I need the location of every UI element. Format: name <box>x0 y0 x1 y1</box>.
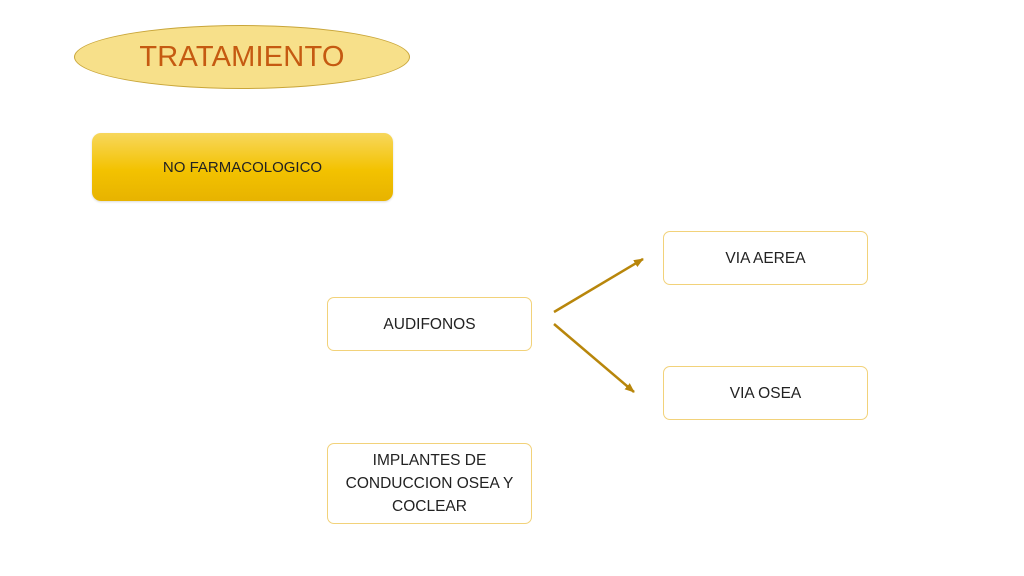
node-via-osea: VIA OSEA <box>663 366 868 420</box>
slide-title: TRATAMIENTO <box>139 40 345 73</box>
node-via-osea-label: VIA OSEA <box>729 384 802 402</box>
category-box-no-farmacologico: NO FARMACOLOGICO <box>92 133 393 201</box>
arrow-to-via-osea <box>553 323 635 393</box>
title-ellipse: TRATAMIENTO <box>74 25 410 89</box>
category-label: NO FARMACOLOGICO <box>162 158 323 176</box>
arrow-to-via-aerea <box>553 257 644 314</box>
node-via-aerea: VIA AEREA <box>663 231 868 285</box>
node-audifonos: AUDIFONOS <box>327 297 532 351</box>
node-implantes-label: IMPLANTES DE CONDUCCION OSEA Y COCLEAR <box>345 452 514 515</box>
node-implantes: IMPLANTES DE CONDUCCION OSEA Y COCLEAR <box>327 443 532 524</box>
node-audifonos-label: AUDIFONOS <box>383 315 476 333</box>
node-via-aerea-label: VIA AEREA <box>725 249 806 267</box>
